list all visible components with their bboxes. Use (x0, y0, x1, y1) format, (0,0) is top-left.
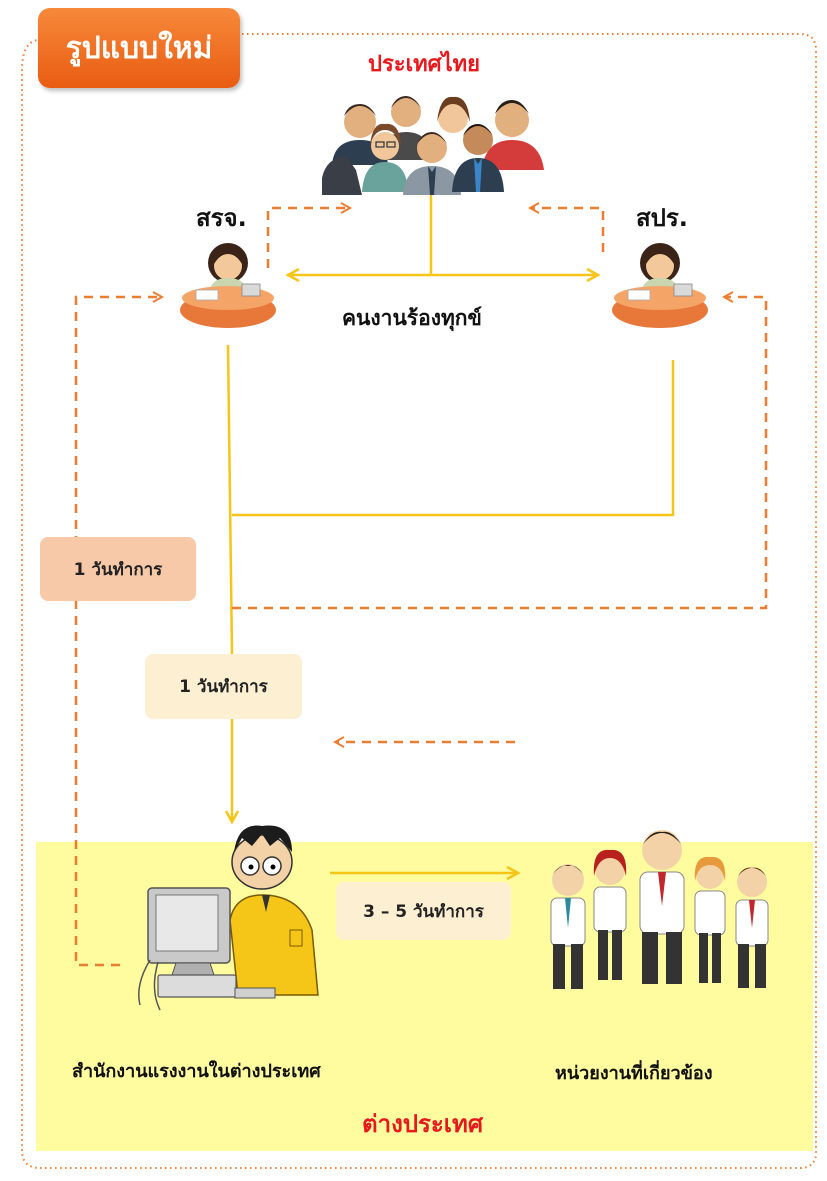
left-office-to-people-dashed (266, 208, 350, 268)
left-office-down-line (226, 344, 234, 656)
business-team-icon (550, 830, 769, 989)
title-tab: รูปแบบใหม่ (38, 8, 240, 88)
abroad-label: ต่างประเทศ (362, 1110, 484, 1138)
abroad-to-right-office-dashed (232, 297, 768, 610)
outer-frame (21, 33, 817, 1169)
right-office-merge-line (232, 360, 675, 517)
complainant-label: คนงานร้องทุกข์ (342, 306, 482, 330)
note-1-day-a: 1 วันทำการ (40, 537, 196, 601)
office-left-label: สรจ. (196, 204, 247, 232)
office-right-label: สปร. (636, 204, 688, 232)
related-agencies-label: หน่วยงานที่เกี่ยวข้อง (555, 1063, 713, 1084)
note-3-5-days: 3 – 5 วันทำการ (336, 882, 511, 940)
group-of-people-icon (322, 96, 544, 195)
office-worker-at-computer-icon (138, 825, 319, 1011)
abroad-to-left-office-dashed (74, 297, 162, 967)
receptionist-icon (612, 243, 708, 328)
right-office-to-people-dashed (530, 208, 605, 252)
note-1-day-b: 1 วันทำการ (145, 654, 302, 719)
receptionist-icon (180, 243, 276, 328)
thailand-label: ประเทศไทย (368, 52, 481, 77)
overseas-office-label: สำนักงานแรงงานในต่างประเทศ (72, 1061, 321, 1082)
